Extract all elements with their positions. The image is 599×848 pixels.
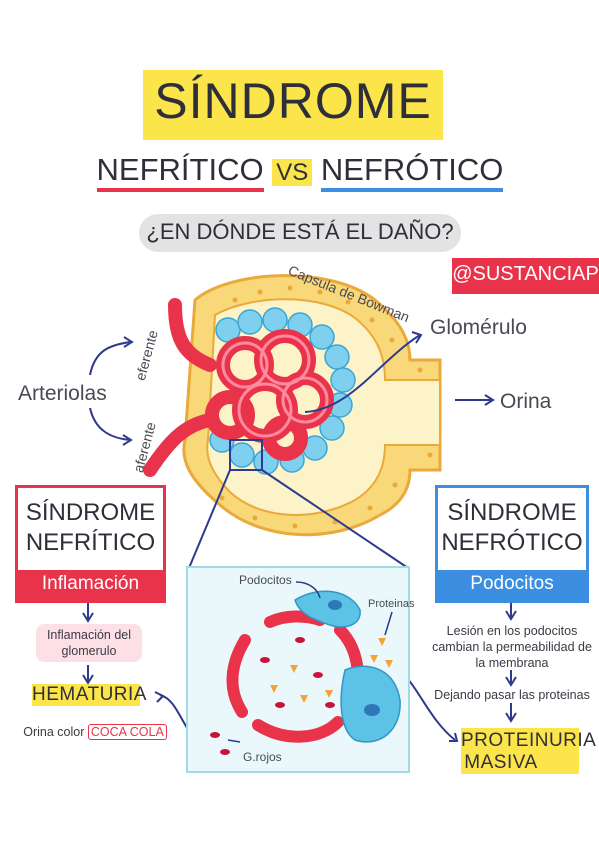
nephrotic-band xyxy=(435,570,589,600)
nephritic-note: Inflamación del glomerulo xyxy=(46,628,132,658)
subtitle-nefritico: NEFRÍTICO xyxy=(96,152,264,192)
question-pill xyxy=(139,214,461,252)
question-text: ¿EN DÓNDE ESTÁ EL DAÑO? xyxy=(146,219,454,244)
arrows xyxy=(82,331,517,746)
handle-text: @SUSTANCIAP xyxy=(452,263,599,285)
subtitle-vs: VS xyxy=(272,159,313,186)
zoom-square xyxy=(229,439,263,471)
nephritic-note-bg xyxy=(36,624,142,662)
hematuria-label: HEMATURIA xyxy=(32,684,147,705)
proteinuria-label-1: PROTEINURIA xyxy=(461,730,597,751)
nephrotic-title-1: SÍNDROME xyxy=(447,499,577,526)
proteins xyxy=(270,638,393,703)
podocyte-nuclei xyxy=(328,600,380,716)
nephrotic-band-text: Podocitos xyxy=(470,573,554,594)
subtitle-nefrotico: NEFRÓTICO xyxy=(320,152,504,192)
red-cells-label: G.rojos xyxy=(243,750,282,764)
title-highlight xyxy=(143,70,443,140)
nephrotic-note-2: Dejando pasar las proteinas xyxy=(434,688,590,702)
nephritic-title-2: NEFRÍTICO xyxy=(25,529,156,556)
capsule-cells xyxy=(219,285,433,529)
proteinuria-highlight xyxy=(461,728,579,774)
urine-color-line: Orina color COCA COLA xyxy=(20,724,170,740)
handle-badge xyxy=(452,258,599,294)
proteins-label: Proteinas xyxy=(368,598,415,610)
nephrotic-note: Lesión en los podocitos cambian la perme… xyxy=(432,624,592,670)
arterioles-label: Arteriolas xyxy=(18,382,107,405)
glomerulus-highlights xyxy=(221,334,329,438)
urine-color-prefix: Orina color xyxy=(23,725,85,739)
panel-pointers xyxy=(227,581,393,743)
urine-label: Orina xyxy=(500,390,552,413)
nephrotic-title-2: NEFRÓTICO xyxy=(441,529,583,556)
subtitle: NEFRÍTICO VS NEFRÓTICO xyxy=(70,152,530,192)
urine-color-value: COCA COLA xyxy=(87,724,167,740)
proteinuria-label-2: MASIVA xyxy=(464,752,538,773)
glomerulus-label: Glomérulo xyxy=(430,316,527,339)
page-title: SÍNDROME xyxy=(154,73,432,129)
nephritic-title-1: SÍNDROME xyxy=(25,499,156,526)
zoom-line-right xyxy=(261,469,409,569)
nephritic-band xyxy=(15,570,166,600)
zoom-line-left xyxy=(188,469,231,569)
nephritic-band-text: Inflamación xyxy=(41,573,140,594)
podocytes-label: Podocitos xyxy=(239,573,292,587)
hematuria-highlight xyxy=(32,684,140,706)
red-blood-cells xyxy=(210,637,335,755)
